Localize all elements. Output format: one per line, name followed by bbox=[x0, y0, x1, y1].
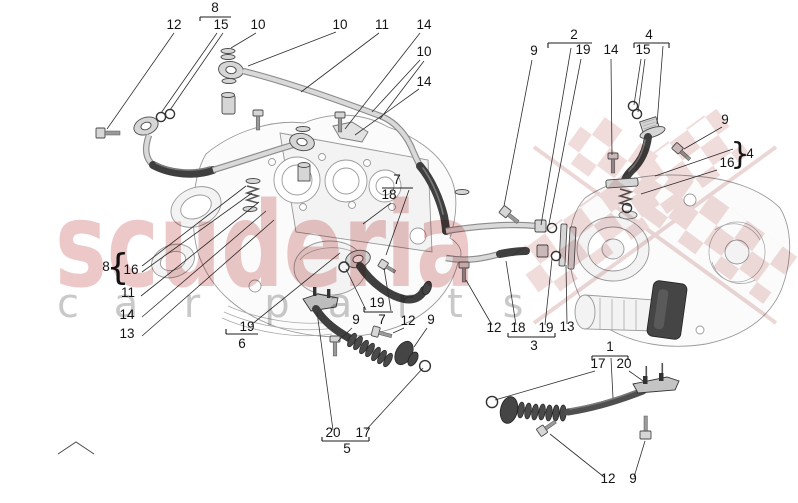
callout-20: 20 bbox=[325, 425, 340, 440]
callout-13: 13 bbox=[559, 319, 574, 334]
callout-9: 9 bbox=[629, 471, 637, 486]
callout-19: 19 bbox=[575, 42, 590, 57]
callout-3: 3 bbox=[530, 338, 538, 353]
bracket-clip bbox=[659, 373, 664, 381]
callout-9: 9 bbox=[352, 312, 360, 327]
fixing-bolt bbox=[329, 335, 341, 357]
washer bbox=[221, 78, 237, 84]
callout-17: 17 bbox=[355, 425, 370, 440]
o-ring bbox=[631, 108, 643, 120]
callout-10: 10 bbox=[250, 17, 265, 32]
callout-numbers: 12 8 15 10 10 11 14 10 14 9 2 19 14 4 15… bbox=[102, 0, 754, 486]
callout-5: 5 bbox=[343, 441, 351, 456]
bracket-clip bbox=[643, 376, 648, 384]
callout-9: 9 bbox=[530, 43, 538, 58]
callout-14: 14 bbox=[119, 307, 135, 322]
bracket-stud bbox=[313, 287, 317, 296]
callout-12: 12 bbox=[166, 17, 181, 32]
callout-11: 11 bbox=[375, 17, 389, 32]
callout-8: 8 bbox=[211, 0, 219, 15]
o-ring bbox=[485, 395, 499, 409]
callout-17: 17 bbox=[590, 356, 605, 371]
callout-9: 9 bbox=[427, 312, 435, 327]
callout-15: 15 bbox=[635, 42, 650, 57]
callout-14: 14 bbox=[416, 74, 432, 89]
washer bbox=[295, 126, 311, 132]
callout-14: 14 bbox=[603, 42, 619, 57]
callout-4: 4 bbox=[746, 146, 754, 161]
corrugated-hose bbox=[347, 332, 393, 368]
wastegate-actuator bbox=[646, 280, 688, 340]
callout-15: 15 bbox=[213, 17, 228, 32]
watermark-letter: p bbox=[264, 281, 289, 327]
watermark-brand-text: scuderia bbox=[55, 176, 475, 314]
fixing-bolt bbox=[370, 325, 393, 338]
callout-10: 10 bbox=[416, 44, 431, 59]
callout-7: 7 bbox=[393, 172, 401, 187]
intake-port-upper bbox=[170, 186, 222, 228]
callout-11: 11 bbox=[121, 285, 135, 300]
engine-block-drawing bbox=[151, 114, 462, 338]
callout-19: 19 bbox=[538, 320, 553, 335]
oil-feed-pipe-top bbox=[216, 48, 450, 235]
watermark-letter: a bbox=[114, 281, 139, 327]
callout-2: 2 bbox=[570, 27, 578, 42]
callout-7: 7 bbox=[378, 312, 386, 327]
callout-18: 18 bbox=[510, 320, 525, 335]
callout-4: 4 bbox=[645, 27, 653, 42]
callout-12: 12 bbox=[486, 320, 501, 335]
o-ring bbox=[164, 108, 176, 120]
watermark-letter: t bbox=[447, 281, 463, 327]
pipe-flange bbox=[499, 396, 519, 424]
callout-1: 1 bbox=[606, 339, 614, 354]
watermark-letter: a bbox=[328, 281, 353, 327]
spring bbox=[244, 185, 261, 204]
left-group-brace: { bbox=[107, 247, 130, 288]
watermark-subtext: c a r p a r t s bbox=[57, 281, 523, 327]
callout-14: 14 bbox=[416, 17, 432, 32]
callout-12: 12 bbox=[600, 471, 615, 486]
callout-13: 13 bbox=[119, 326, 134, 341]
callout-10: 10 bbox=[332, 17, 347, 32]
watermark-letter: c bbox=[57, 281, 79, 327]
callout-18: 18 bbox=[381, 187, 396, 202]
o-ring bbox=[338, 261, 350, 273]
corrugated-hose bbox=[517, 401, 567, 422]
callout-8: 8 bbox=[102, 259, 110, 274]
pipe-fitting bbox=[534, 219, 547, 233]
callout-6: 6 bbox=[238, 336, 246, 351]
o-ring bbox=[418, 359, 432, 373]
callout-9: 9 bbox=[721, 112, 729, 127]
bracket-stud bbox=[327, 289, 331, 298]
washer bbox=[220, 48, 236, 54]
drain-pipe-assembly-center bbox=[302, 287, 432, 373]
fixing-bolt bbox=[639, 430, 652, 440]
watermark: scuderia c a r p a r t s bbox=[55, 107, 798, 327]
callout-19: 19 bbox=[369, 295, 384, 310]
stud-bolt bbox=[377, 258, 397, 274]
banjo-bolt bbox=[95, 127, 106, 139]
o-ring bbox=[155, 111, 167, 123]
fixing-bolt bbox=[536, 419, 557, 437]
callout-20: 20 bbox=[616, 356, 631, 371]
pipe-bracket bbox=[632, 376, 680, 394]
washer bbox=[220, 54, 236, 60]
watermark-letter: s bbox=[503, 281, 524, 327]
watermark-flags bbox=[511, 107, 798, 325]
pipe-eyelet bbox=[216, 59, 246, 81]
drain-pipe-assembly-right bbox=[485, 363, 680, 440]
oil-feed-hose-left bbox=[95, 108, 317, 212]
callout-12: 12 bbox=[400, 313, 415, 328]
watermark-letter: r bbox=[397, 281, 414, 327]
callout-19: 19 bbox=[239, 319, 254, 334]
fold-mark bbox=[57, 441, 95, 455]
banjo-bolt bbox=[498, 205, 520, 224]
watermark-letter: r bbox=[184, 281, 201, 327]
callout-16: 16 bbox=[123, 262, 138, 277]
